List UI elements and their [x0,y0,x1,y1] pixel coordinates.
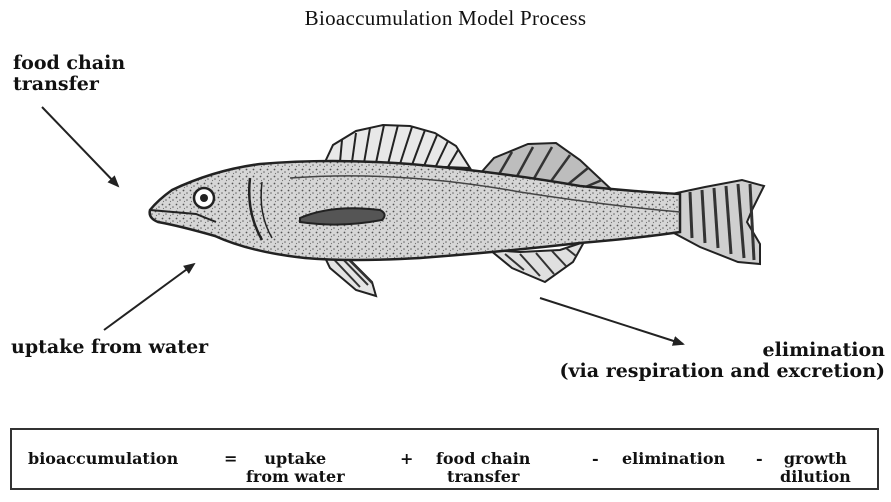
elimination-arrow [540,298,683,344]
eq-uptake-line1: uptake [246,450,345,468]
eq-minus-2: - [756,450,763,468]
fish-illustration [0,0,891,425]
food-chain-arrow [42,107,118,186]
eq-growth-line2: dilution [780,468,851,486]
equation-box: bioaccumulation = uptake from water + fo… [10,428,879,490]
eq-plus: + [400,450,413,468]
eq-uptake-term: uptake from water [246,450,345,486]
eq-growth-line1: growth [780,450,851,468]
fish-body [150,161,680,260]
eq-growth-term: growth dilution [780,450,851,486]
eq-uptake-line2: from water [246,468,345,486]
uptake-arrow [104,264,194,330]
eq-food-line1: food chain [436,450,530,468]
eq-food-line2: transfer [436,468,530,486]
eq-equals: = [224,450,237,468]
eq-minus-1: - [592,450,599,468]
eq-food-chain-term: food chain transfer [436,450,530,486]
eq-elimination-term: elimination [622,450,725,468]
eq-bioaccumulation: bioaccumulation [28,450,178,468]
